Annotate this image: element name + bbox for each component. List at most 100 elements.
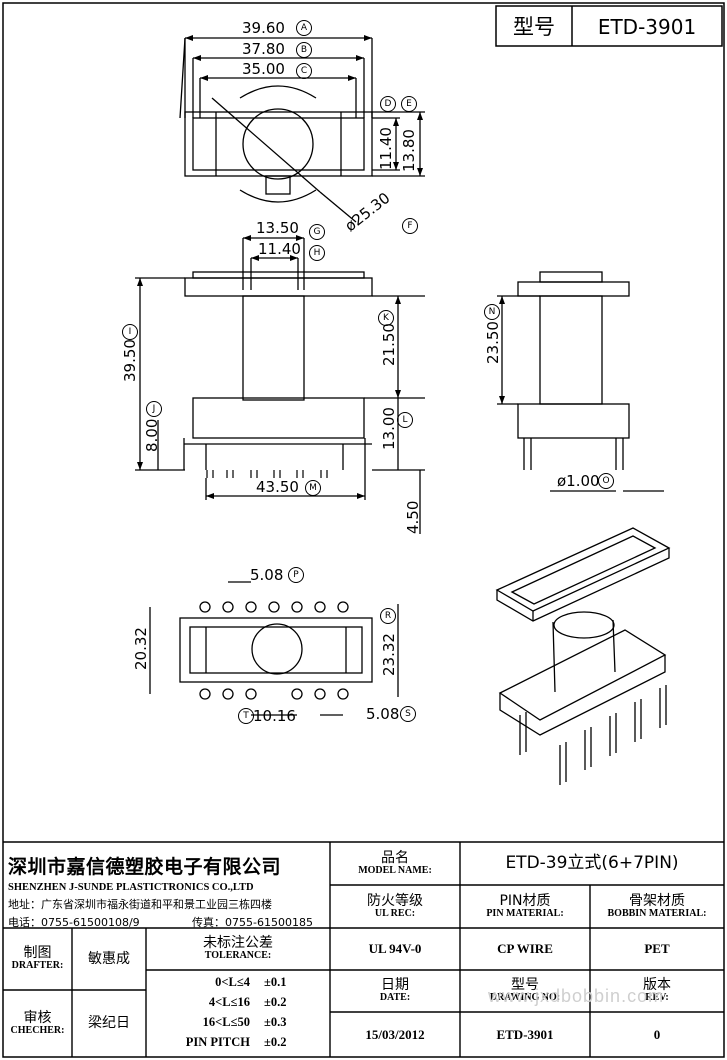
tolerance-title-cn: 未标注公差 [203,935,273,952]
isometric-view [495,527,671,785]
dim-d-value: 11.40 [377,127,395,170]
model-name-label-cn: 品名 [381,849,409,866]
dim-s-value: 5.08 [366,705,399,723]
tolerance-value: ±0.2 [264,1035,287,1049]
marker-s: S [400,706,416,722]
drafter-label-cn: 制图 [23,945,52,962]
pin-material-label-cn: PIN材质 [499,892,551,909]
company-fax: 传真：0755-61500185 [192,916,313,929]
bobbin-material-value: PET [590,928,724,970]
side-view: 23.50 ø1.00 [484,271,664,492]
marker-m: M [305,480,321,496]
watermark: www.jxdbobbin.com [488,986,665,1006]
date-value: 15/03/2012 [330,1012,460,1057]
ul-value: UL 94V-0 [330,928,460,970]
tolerance-range: 4<L≤16 [208,995,250,1009]
ul-label-cn: 防火等级 [367,892,423,909]
marker-i: I [122,324,138,340]
marker-j: J [146,401,162,417]
company-tel: 电话：0755-61500108/9 [8,916,140,929]
drawing-no-label-cn: 型号 [511,977,539,994]
marker-n: N [484,304,500,320]
dim-h-value: 11.40 [258,240,301,258]
model-name-label: 品名 MODEL NAME: [330,842,460,885]
drafter-name-text: 敏惠成 [88,950,130,967]
pins-top-row [199,601,349,613]
ul-label: 防火等级 UL REC: [330,885,460,928]
tolerance-value: ±0.2 [264,995,287,1009]
drafter-label: 制图 DRAFTER: [3,928,72,990]
marker-a: A [296,20,312,36]
drafter-label-en: DRAFTER: [11,960,64,972]
drawing-no-label: 型号 DRAWING NO: [460,970,590,1012]
tolerance-title: 未标注公差 TOLERANCE: [146,928,330,970]
marker-t: T [238,708,254,724]
isometric-pins [519,685,667,785]
tolerance-value: ±0.3 [264,1015,287,1029]
model-name-value-text: ETD-39立式(6+7PIN) [505,852,679,873]
dim-t-value: 10.16 [253,707,296,725]
date-value-text: 15/03/2012 [365,1026,425,1042]
marker-h: H [309,245,325,261]
drafter-name: 敏惠成 [72,928,146,990]
dim-pin-d-value: ø1.00 [557,472,600,490]
bobbin-material-value-text: PET [644,941,670,957]
bobbin-material-label: 骨架材质 BOBBIN MATERIAL: [590,885,724,928]
checker-name: 梁纪日 [72,990,146,1057]
tolerance-range: 0<L≤4 [215,975,250,989]
dim-b-value: 37.80 [242,40,285,58]
checker-label-cn: 审核 [23,1009,52,1026]
dim-k-value: 21.50 [380,323,398,366]
rev-label-en: REV: [645,992,669,1004]
ul-value-text: UL 94V-0 [368,941,422,957]
ul-label-en: UL REC: [374,907,416,919]
dim-l-value: 13.00 [380,407,398,450]
front-view: 13.50 11.40 39.50 8.00 [121,219,425,534]
header-box: 型号 ETD-3901 [495,5,723,47]
tolerance-row: 4<L≤16 ±0.2 [150,995,326,1015]
model-name-value: ETD-39立式(6+7PIN) [460,842,724,885]
marker-d: D [380,96,396,112]
drawing-no-value-text: ETD-3901 [496,1026,554,1042]
marker-f: F [402,218,418,234]
dim-c-value: 35.00 [242,60,285,78]
tolerance-value: ±0.1 [264,975,287,989]
tolerance-range: PIN PITCH [185,1035,250,1049]
marker-o: O [598,473,614,489]
tolerance-title-en: TOLERANCE: [204,950,272,962]
tolerance-row: PIN PITCH ±0.2 [150,1035,326,1055]
rev-value: 0 [590,1012,724,1057]
header-model-label: 型号 [513,15,555,39]
date-label-cn: 日期 [381,977,409,994]
rev-value-text: 0 [653,1026,661,1042]
date-label-en: DATE: [379,992,411,1004]
marker-l: L [397,412,413,428]
bottom-view: 5.08 20.32 23.32 10.16 5.08 [132,566,399,725]
company-block: 深圳市嘉信德塑胶电子有限公司 SHENZHEN J-SUNDE PLASTICT… [8,846,328,929]
model-name-label-en: MODEL NAME: [358,864,432,876]
bobbin-material-label-cn: 骨架材质 [629,892,685,909]
bobbin-material-label-en: BOBBIN MATERIAL: [607,907,707,919]
dim-e-value: 13.80 [400,129,418,172]
marker-e: E [401,96,417,112]
rev-label-cn: 版本 [643,977,671,994]
company-name-cn: 深圳市嘉信德塑胶电子有限公司 [8,856,282,878]
pins-bottom-row [199,688,349,700]
checker-label-en: CHECHER: [10,1024,65,1036]
marker-b: B [296,42,312,58]
pin-material-value: CP WIRE [460,928,590,970]
drawing-no-label-en: DRAWING NO: [489,992,561,1004]
tolerance-row: 0<L≤4 ±0.1 [150,975,326,995]
header-model-value: ETD-3901 [598,15,696,39]
company-name-en: SHENZHEN J-SUNDE PLASTICTRONICS CO.,LTD [8,882,254,893]
company-address: 地址：广东省深圳市福永街道和平和景工业园三栋四楼 [8,898,272,911]
dim-i-value: 39.50 [121,339,139,382]
tolerance-table: 0<L≤4 ±0.1 4<L≤16 ±0.2 16<L≤50 ±0.3 PIN … [150,975,326,1055]
drawing-no-value: ETD-3901 [460,1012,590,1057]
rev-label: 版本 REV: [590,970,724,1012]
checker-label: 审核 CHECHER: [3,990,72,1057]
dim-f-value: ø25.30 [341,189,393,235]
tolerance-range: 16<L≤50 [202,1015,250,1029]
